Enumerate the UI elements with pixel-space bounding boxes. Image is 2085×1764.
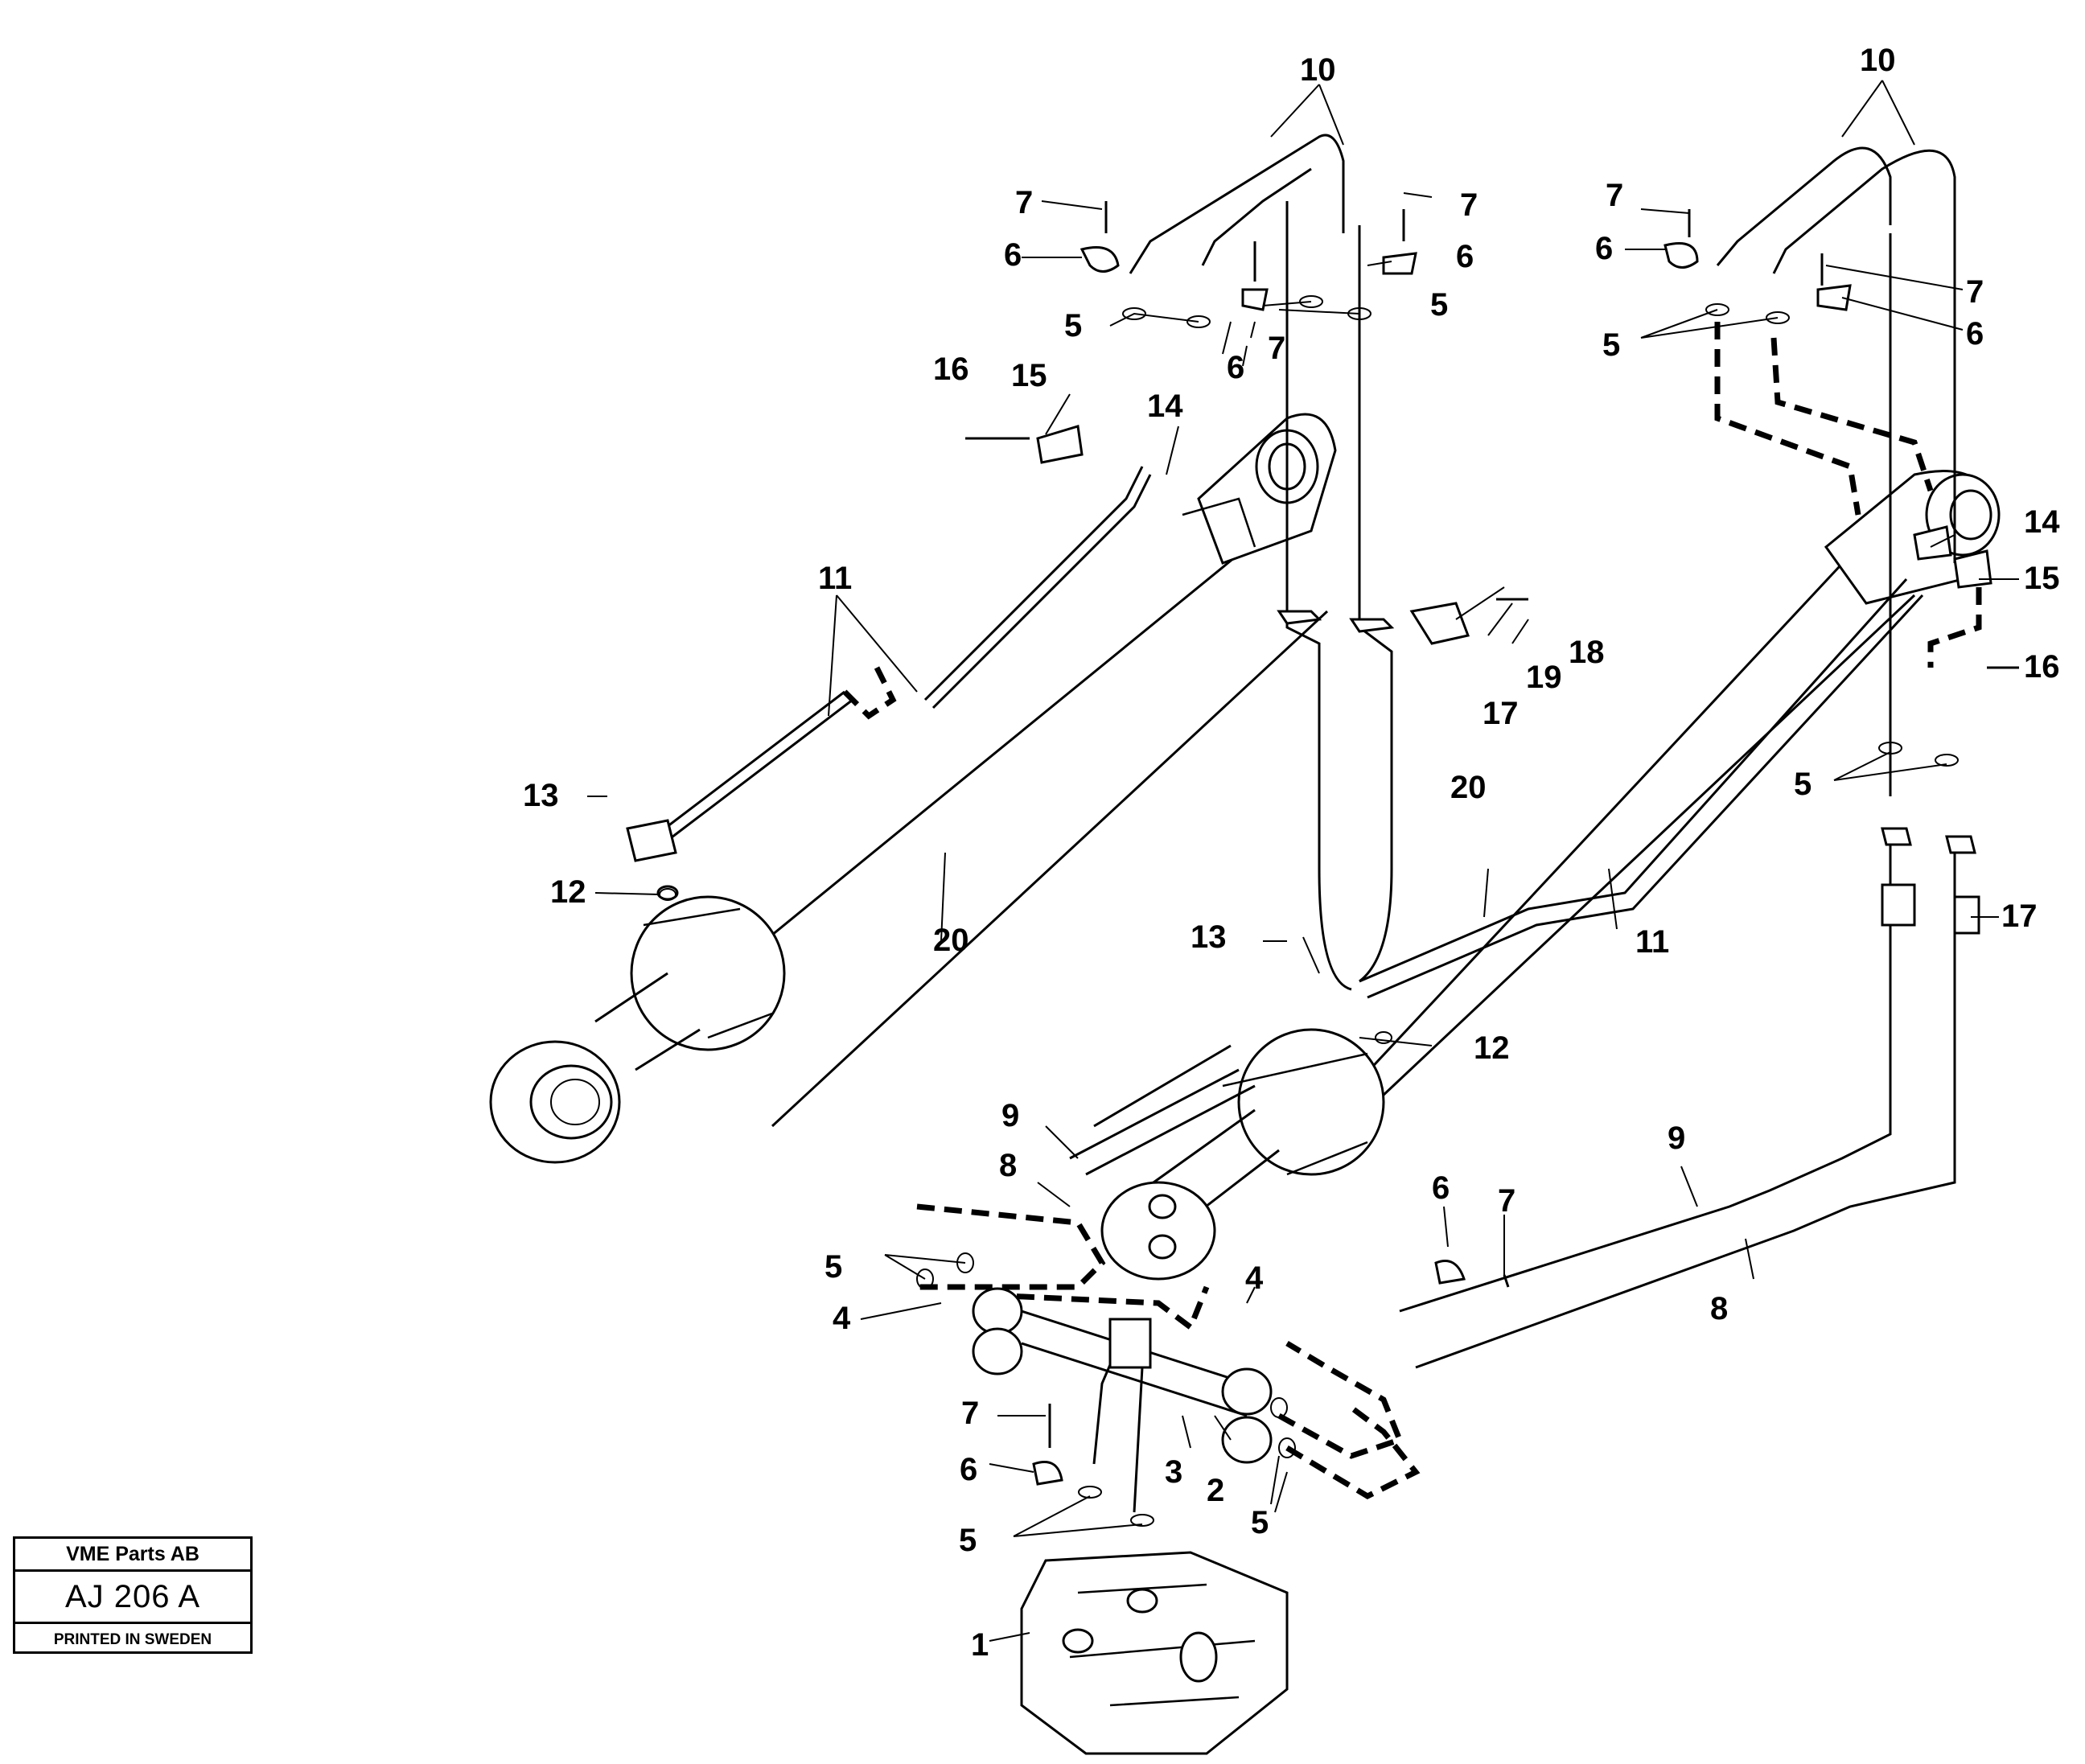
callout-5: 5	[1251, 1505, 1269, 1540]
callout-3: 3	[1165, 1454, 1182, 1490]
callout-11: 11	[818, 561, 852, 596]
callout-8: 8	[999, 1148, 1017, 1183]
callout-19: 19	[1526, 660, 1562, 695]
callout-9: 9	[1668, 1120, 1685, 1156]
callout-7: 7	[1460, 187, 1478, 223]
callout-12: 12	[550, 874, 586, 910]
callout-15: 15	[1011, 358, 1047, 393]
lower-piping	[916, 1203, 1421, 1755]
callout-15: 15	[2024, 561, 2060, 596]
callout-6: 6	[1456, 239, 1474, 274]
callout-17: 17	[1483, 696, 1519, 731]
callout-6: 6	[1004, 237, 1022, 273]
callout-13: 13	[523, 778, 559, 813]
callout-13: 13	[1191, 919, 1227, 955]
clamp-parts	[659, 201, 2019, 1527]
callout-5: 5	[1794, 767, 1812, 802]
callout-10: 10	[1300, 52, 1336, 88]
upper-pipes-left	[1129, 134, 1395, 991]
callout-8: 8	[1710, 1291, 1728, 1326]
callout-7: 7	[1015, 185, 1033, 220]
callout-20: 20	[1450, 770, 1487, 805]
upper-pipes-right	[1399, 146, 1982, 1369]
callout-6: 6	[1227, 350, 1244, 385]
callout-5: 5	[959, 1523, 977, 1558]
callout-18: 18	[1569, 635, 1605, 670]
callout-1: 1	[971, 1627, 989, 1663]
callout-10: 10	[1860, 43, 1896, 78]
callout-2: 2	[1207, 1473, 1224, 1508]
callout-16: 16	[2024, 649, 2060, 685]
callout-7: 7	[961, 1396, 979, 1431]
title-block: VME Parts AB AJ 206 A PRINTED IN SWEDEN	[13, 1536, 253, 1654]
callout-5: 5	[1430, 287, 1448, 323]
callout-9: 9	[1001, 1098, 1019, 1133]
callout-16: 16	[933, 352, 969, 387]
callout-7: 7	[1498, 1183, 1515, 1219]
callout-6: 6	[1966, 316, 1984, 352]
callout-17: 17	[2001, 898, 2038, 934]
callout-14: 14	[2024, 504, 2060, 540]
callout-6: 6	[1595, 231, 1613, 266]
callout-5: 5	[1064, 308, 1082, 343]
callout-labels: 1 2 3 4 4 5 5 5 5 5 5 5 6 6 6 6 6 6 6 7 …	[523, 43, 2060, 1663]
callout-7: 7	[1606, 178, 1623, 213]
company-name: VME Parts AB	[15, 1539, 250, 1572]
callout-14: 14	[1147, 389, 1183, 424]
callout-5: 5	[825, 1249, 842, 1285]
callout-7: 7	[1966, 274, 1984, 310]
drawing-reference: AJ 206 A	[15, 1572, 250, 1624]
left-hydraulic-cylinder	[489, 413, 1337, 1164]
callout-11: 11	[1635, 924, 1669, 960]
right-hydraulic-cylinder	[1069, 470, 2001, 1281]
callout-6: 6	[1432, 1170, 1450, 1206]
leader-lines	[587, 80, 2019, 1642]
printed-note: PRINTED IN SWEDEN	[53, 1631, 212, 1648]
callout-7: 7	[1268, 331, 1285, 366]
callout-12: 12	[1474, 1030, 1510, 1066]
callout-20: 20	[933, 923, 969, 958]
callout-4: 4	[1245, 1260, 1264, 1296]
callout-5: 5	[1602, 327, 1620, 363]
callout-4: 4	[833, 1301, 851, 1336]
callout-6: 6	[960, 1452, 977, 1487]
